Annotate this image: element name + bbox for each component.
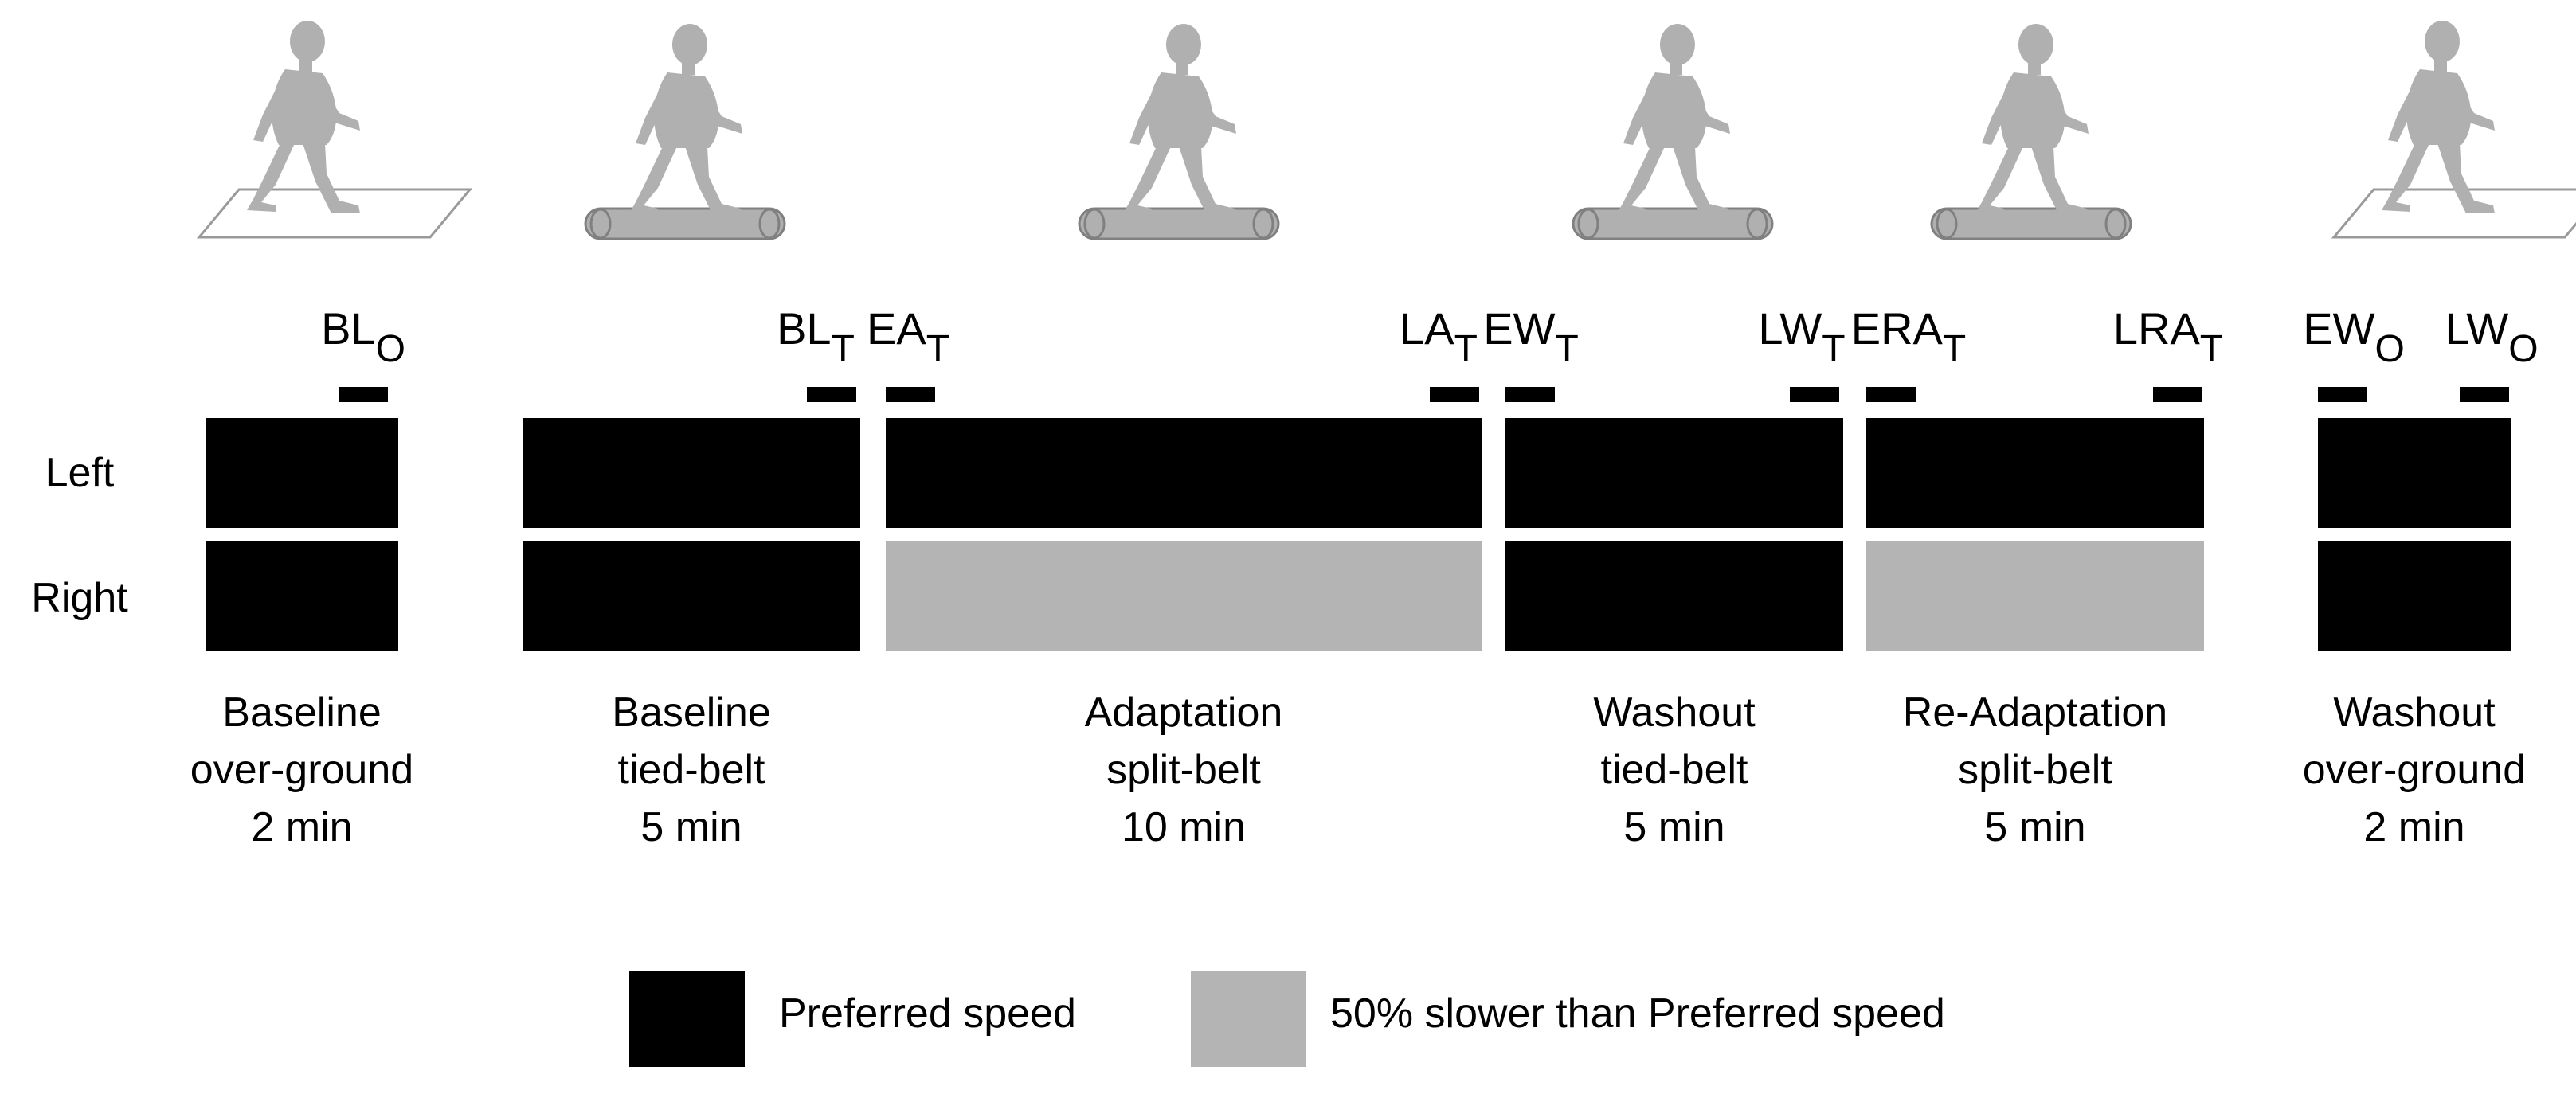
left-belt-bl-og: [206, 418, 398, 528]
row-label-left: Left: [45, 450, 115, 496]
marker-bar-lat: [1430, 387, 1479, 402]
right-belt-adapt: [886, 541, 1482, 651]
left-belt-wash-tb: [1505, 418, 1843, 528]
right-belt-bl-tb: [523, 541, 860, 651]
phase-label-bl-og-line1: Baseline: [222, 690, 381, 736]
phase-label-adapt-line1: Adaptation: [1085, 690, 1283, 736]
marker-label-erat: ERAT: [1851, 303, 1966, 370]
walker-treadmill-icon: [1078, 24, 1280, 240]
left-belt-bl-tb: [523, 418, 860, 528]
marker-label-ewt: EWT: [1483, 303, 1579, 370]
left-belt-adapt: [886, 418, 1482, 528]
marker-label-blo: BLO: [321, 303, 405, 370]
marker-label-eat: EAT: [867, 303, 949, 370]
marker-label-lwt: LWT: [1758, 303, 1845, 370]
phase-label-adapt-line2: split-belt: [1106, 747, 1261, 793]
marker-bar-erat: [1866, 387, 1916, 402]
phase-label-wash-tb-line3: 5 min: [1623, 804, 1725, 850]
marker-label-lat: LAT: [1400, 303, 1478, 370]
phase-label-wash-og-line1: Washout: [2333, 690, 2496, 736]
legend-label-preferred: Preferred speed: [779, 991, 1076, 1037]
right-belt-bl-og: [206, 541, 398, 651]
marker-bar-lrat: [2153, 387, 2202, 402]
marker-bar-ewo: [2318, 387, 2367, 402]
right-belt-wash-tb: [1505, 541, 1843, 651]
row-label-right: Right: [31, 575, 128, 621]
walker-treadmill-icon: [584, 24, 786, 240]
walker-treadmill-icon: [1572, 24, 1774, 240]
phase-label-wash-og-line2: over-ground: [2303, 747, 2526, 793]
marker-bar-ewt: [1505, 387, 1555, 402]
phase-label-wash-tb-line2: tied-belt: [1601, 747, 1749, 793]
phase-label-bl-og-line3: 2 min: [251, 804, 352, 850]
marker-bar-lwo: [2460, 387, 2509, 402]
walker-ground-icon: [196, 21, 473, 239]
marker-label-lwo: LWO: [2445, 303, 2538, 370]
marker-label-blt: BLT: [777, 303, 855, 370]
phase-label-bl-tb-line1: Baseline: [612, 690, 770, 736]
left-belt-readapt: [1866, 418, 2204, 528]
phase-label-bl-og-line2: over-ground: [190, 747, 413, 793]
walker-treadmill-icon: [1930, 24, 2132, 240]
legend-swatch-slower: [1191, 971, 1306, 1067]
marker-bar-blt: [807, 387, 856, 402]
phase-label-wash-tb-line1: Washout: [1593, 690, 1756, 736]
phase-label-readapt-line3: 5 min: [1984, 804, 2085, 850]
left-belt-wash-og: [2318, 418, 2511, 528]
marker-label-lrat: LRAT: [2113, 303, 2223, 370]
phase-label-bl-tb-line3: 5 min: [640, 804, 742, 850]
walker-ground-icon: [2331, 21, 2576, 239]
phase-label-readapt-line2: split-belt: [1958, 747, 2112, 793]
marker-bar-eat: [886, 387, 935, 402]
phase-label-bl-tb-line2: tied-belt: [618, 747, 766, 793]
marker-bar-lwt: [1790, 387, 1839, 402]
right-belt-readapt: [1866, 541, 2204, 651]
marker-bar-blo: [339, 387, 388, 402]
legend-label-slower: 50% slower than Preferred speed: [1330, 991, 1945, 1037]
marker-label-ewo: EWO: [2303, 303, 2405, 370]
phase-label-wash-og-line3: 2 min: [2363, 804, 2464, 850]
legend-swatch-preferred: [629, 971, 745, 1067]
phase-label-readapt-line1: Re-Adaptation: [1903, 690, 2167, 736]
phase-label-adapt-line3: 10 min: [1122, 804, 1246, 850]
right-belt-wash-og: [2318, 541, 2511, 651]
